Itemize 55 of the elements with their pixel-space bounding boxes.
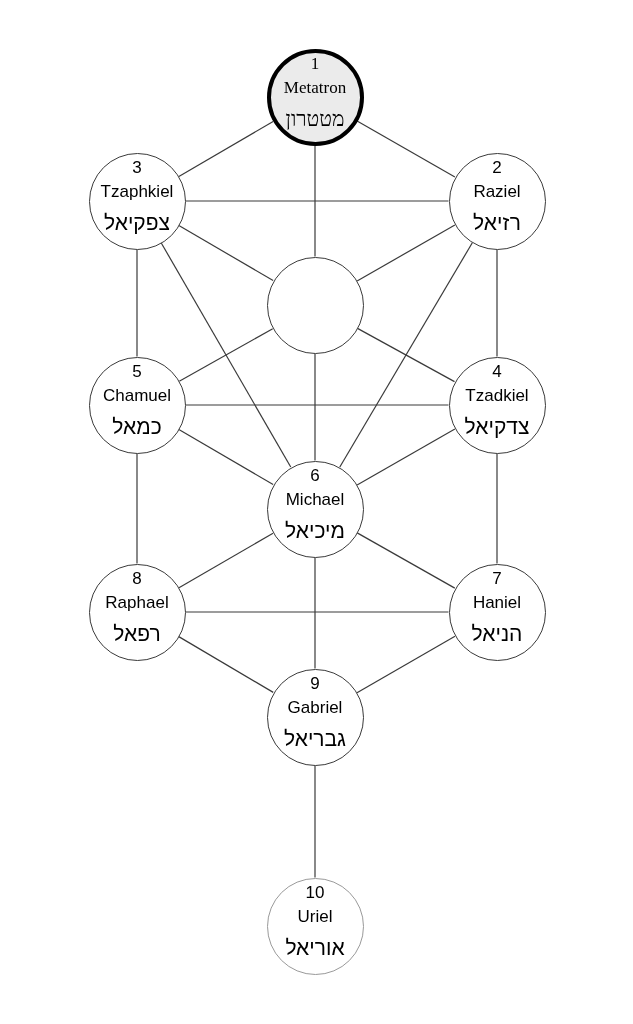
connecting-line <box>356 120 456 178</box>
connecting-line <box>356 428 456 486</box>
sephira-number: 5 <box>132 361 142 382</box>
angel-name: Uriel <box>297 905 333 928</box>
connecting-line <box>496 248 498 358</box>
angel-name: Raziel <box>473 180 521 203</box>
connecting-line <box>314 352 316 462</box>
angel-name: Raphael <box>105 591 169 614</box>
connecting-line <box>356 635 456 694</box>
hebrew-name: אוריאל <box>285 935 345 960</box>
connecting-line <box>178 224 274 282</box>
hebrew-name: צפקיאל <box>104 210 170 235</box>
connecting-line <box>178 636 274 693</box>
hebrew-name: כמאל <box>112 414 162 439</box>
connecting-line <box>314 556 316 670</box>
angel-name: Tzaphkiel <box>100 180 174 203</box>
connecting-line <box>136 452 138 565</box>
sephira-number: 6 <box>310 465 320 486</box>
hebrew-name: מיכיאל <box>285 518 345 543</box>
sephira-number: 2 <box>492 157 502 178</box>
sephira-number: 4 <box>492 361 502 382</box>
angel-name: Chamuel <box>102 384 171 407</box>
hebrew-name: רפאל <box>113 621 161 646</box>
hebrew-name: גבריאל <box>284 726 346 751</box>
connecting-line <box>178 328 274 382</box>
connecting-line <box>136 248 138 358</box>
angel-name: Tzadkiel <box>465 384 529 407</box>
connecting-line <box>184 611 450 613</box>
connecting-line <box>178 428 274 486</box>
angel-name: Metatron <box>283 76 347 99</box>
sephira-number: 10 <box>305 882 325 903</box>
angel-name: Haniel <box>472 591 522 614</box>
sephira-number: 1 <box>310 53 320 74</box>
hebrew-name: רזיאל <box>473 210 521 235</box>
connecting-line <box>356 327 456 383</box>
connecting-line <box>184 200 450 202</box>
connecting-line <box>339 242 473 468</box>
angel-name: Michael <box>285 488 345 511</box>
connecting-line <box>356 224 456 282</box>
connecting-line <box>160 242 292 468</box>
connecting-line <box>184 404 450 406</box>
connecting-line <box>178 120 274 178</box>
sephira-number: 9 <box>310 673 320 694</box>
connecting-line <box>356 532 456 589</box>
angel-name: Gabriel <box>287 696 343 719</box>
sephira-number: 8 <box>132 568 142 589</box>
hebrew-name: מטטרון <box>285 106 345 131</box>
sephira-number: 3 <box>132 157 142 178</box>
sephira-number: 7 <box>492 568 502 589</box>
hebrew-name: צדקיאל <box>464 414 530 439</box>
connecting-line <box>178 532 274 589</box>
hebrew-name: הניאל <box>471 621 523 646</box>
connecting-line <box>314 144 316 258</box>
connecting-line <box>314 764 316 879</box>
connecting-line <box>496 452 498 565</box>
